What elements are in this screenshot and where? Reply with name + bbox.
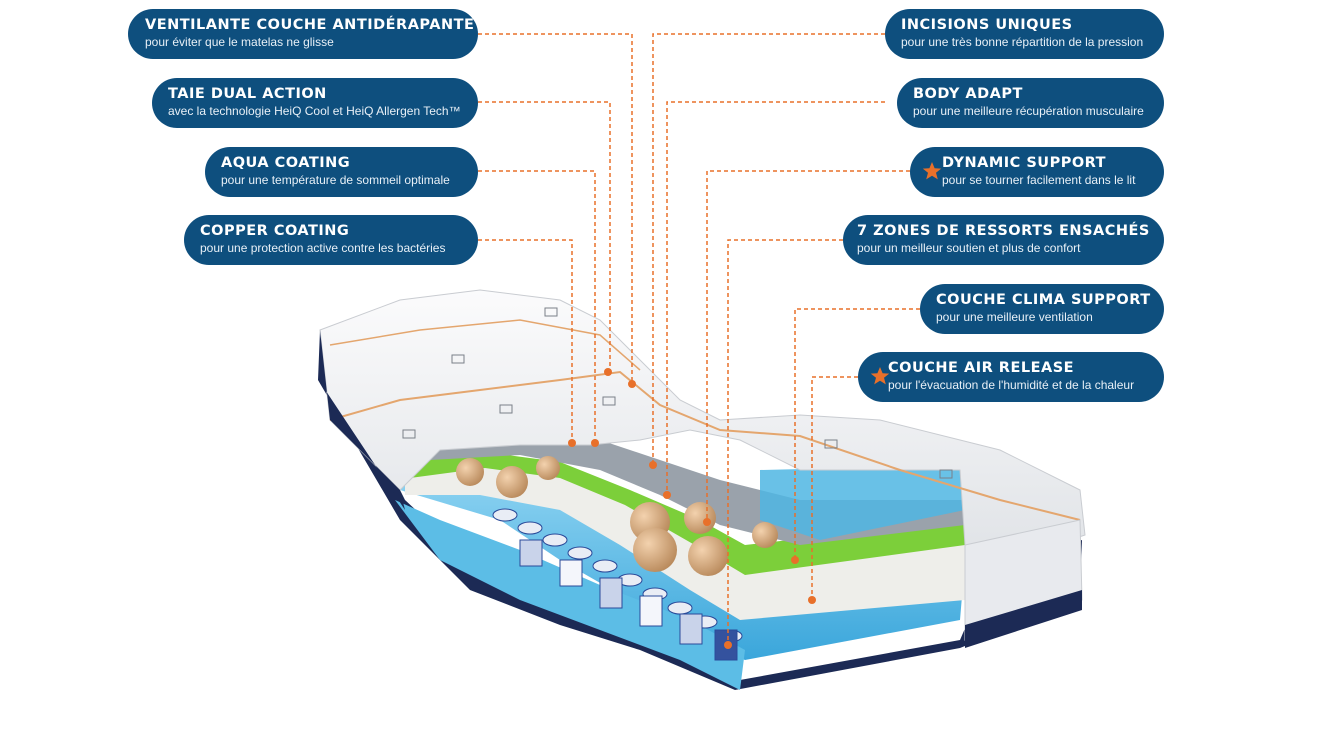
callout-taie-dual-action: TAIE DUAL ACTION avec la technologie Hei…	[152, 78, 478, 128]
callout-subtitle: pour éviter que le matelas ne glisse	[145, 35, 334, 49]
callout-subtitle: pour une protection active contre les ba…	[200, 241, 446, 255]
callout-air-release: COUCHE AIR RELEASE pour l'évacuation de …	[858, 352, 1164, 402]
callout-title: AQUA COATING	[221, 155, 351, 171]
callout-subtitle: pour un meilleur soutien et plus de conf…	[857, 241, 1081, 255]
right-navy-base	[965, 590, 1082, 648]
callout-subtitle: pour une très bonne répartition de la pr…	[901, 35, 1144, 49]
callout-subtitle: pour une meilleure ventilation	[936, 310, 1093, 324]
clima-support-layer	[405, 460, 965, 620]
callout-title: DYNAMIC SUPPORT	[942, 155, 1107, 171]
callout-copper-coating: COPPER COATING pour une protection activ…	[184, 215, 478, 265]
callout-incisions-uniques: INCISIONS UNIQUES pour une très bonne ré…	[885, 9, 1164, 59]
callout-title: COUCHE CLIMA SUPPORT	[936, 292, 1151, 308]
callout-7-zones: 7 ZONES DE RESSORTS ENSACHÉS pour un mei…	[843, 215, 1164, 265]
callout-subtitle: pour l'évacuation de l'humidité et de la…	[888, 378, 1135, 392]
callout-subtitle: pour se tourner facilement dans le lit	[942, 173, 1136, 187]
callout-subtitle: pour une température de sommeil optimale	[221, 173, 450, 187]
callout-title: COPPER COATING	[200, 223, 350, 239]
callout-title: COUCHE AIR RELEASE	[888, 360, 1075, 376]
dynamic-support-balls	[456, 456, 778, 576]
callout-title: TAIE DUAL ACTION	[168, 86, 327, 102]
callout-body-adapt: BODY ADAPT pour une meilleure récupérati…	[897, 78, 1164, 128]
callout-title: INCISIONS UNIQUES	[901, 17, 1073, 33]
air-release-green-layer	[410, 452, 965, 575]
callout-title: 7 ZONES DE RESSORTS ENSACHÉS	[857, 223, 1150, 239]
callout-subtitle: pour une meilleure récupération musculai…	[913, 104, 1144, 118]
star-icon	[870, 367, 890, 385]
leader-lines	[478, 33, 920, 645]
left-navy-side	[320, 330, 405, 510]
callout-aqua-coating: AQUA COATING pour une température de som…	[205, 147, 478, 197]
foam-base-front	[395, 500, 745, 690]
callout-dynamic-support: DYNAMIC SUPPORT pour se tourner facileme…	[910, 147, 1164, 197]
cover-side-seam	[329, 319, 641, 371]
callout-clima-support: COUCHE CLIMA SUPPORT pour une meilleure …	[920, 284, 1164, 334]
callout-subtitle: avec la technologie HeiQ Cool et HeiQ Al…	[168, 104, 461, 118]
cover-logo-marks	[402, 307, 953, 479]
callout-ventilante: VENTILANTE COUCHE ANTIDÉRAPANTE pour évi…	[128, 9, 478, 59]
star-icon	[922, 162, 942, 180]
leader-endpoints	[568, 368, 816, 649]
callout-title: VENTILANTE COUCHE ANTIDÉRAPANTE	[145, 17, 475, 33]
pocket-springs	[492, 508, 743, 661]
callout-title: BODY ADAPT	[913, 86, 1023, 102]
cover-seam	[329, 370, 1081, 521]
mattress-base-border	[318, 330, 1082, 690]
